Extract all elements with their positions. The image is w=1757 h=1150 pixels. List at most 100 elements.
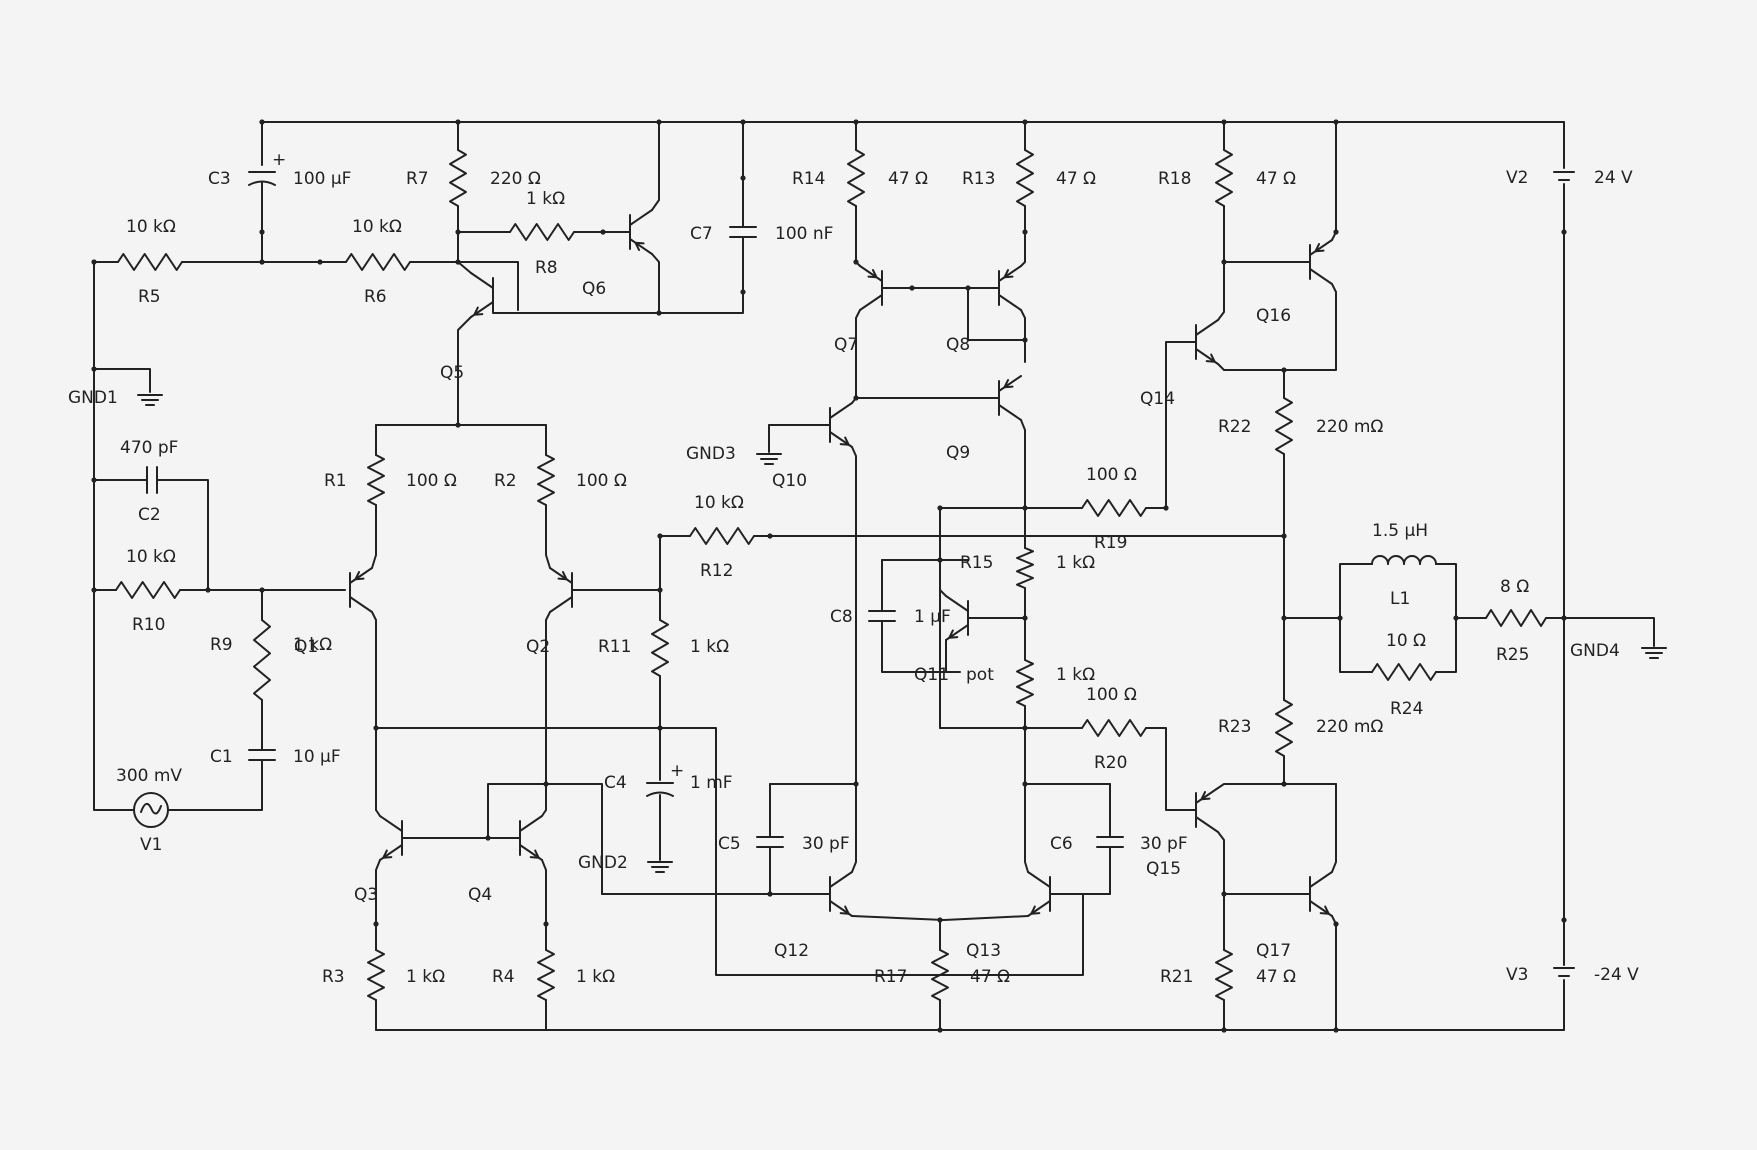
junction-dot [767,533,773,539]
wires [91,119,1655,1033]
junction-dot [317,259,323,265]
q4-transistor [519,815,543,861]
junction-dot [259,229,265,235]
r12-resistor [689,527,755,545]
r2-ref-label: R2 [494,471,517,491]
r19-resistor [1081,499,1147,517]
r8-ref-label: R8 [535,258,558,278]
c4-value-label: 1 mF [690,773,733,793]
r6-resistor [345,253,411,271]
r4-value-label: 1 kΩ [576,967,615,987]
junction-dot [1022,229,1028,235]
r10-value-label: 10 kΩ [126,547,176,567]
junction-dot [373,921,379,927]
v1-sine-icon [140,802,162,815]
r20-resistor [1081,719,1147,737]
junction-dot [485,835,491,841]
junction-dot [373,725,379,731]
junction-dot [853,259,859,265]
pot-ref-label: pot [966,665,994,685]
v1-ref-label: V1 [140,835,162,855]
r21-value-label: 47 Ω [1256,967,1296,987]
r11-resistor [651,619,669,677]
junction-dot [937,557,943,563]
q6-transistor [629,209,653,255]
junction-dot [455,422,461,428]
gnd4-symbol [1641,647,1667,659]
junction-dot [91,587,97,593]
junction-dot [740,175,746,181]
r14-ref-label: R14 [792,169,825,189]
q12-transistor [829,871,853,917]
r3-resistor [367,949,385,1001]
r13-resistor [1016,149,1034,207]
junction-dot [600,229,606,235]
r8-resistor [509,223,575,241]
r23-resistor [1275,699,1293,757]
l1-inductor-loop [1387,555,1405,565]
c7-ref-label: C7 [690,224,713,244]
q16-transistor [1309,239,1333,285]
r12-value-label: 10 kΩ [694,493,744,513]
r25-value-label: 8 Ω [1500,577,1529,597]
r18-resistor [1215,149,1233,207]
q2-label: Q2 [526,637,550,657]
r17-resistor [931,949,949,1001]
c3-capacitor: + [248,150,286,186]
gnd1-label: GND1 [68,388,118,408]
q8-transistor [998,265,1022,311]
pot-value-label: 1 kΩ [1056,665,1095,685]
c4-ref-label: C4 [604,773,627,793]
r15-ref-label: R15 [960,553,993,573]
c2-capacitor [146,466,158,494]
r20-value-label: 100 Ω [1086,685,1137,705]
v2-value-label: 24 V [1594,168,1633,188]
r19-ref-label: R19 [1094,533,1127,553]
r22-resistor [1275,397,1293,455]
c5-capacitor [756,836,784,848]
q17-transistor [1309,871,1333,917]
gnd2-label: GND2 [578,853,628,873]
q5-label: Q5 [440,363,464,383]
junction-dot [205,587,211,593]
r23-value-label: 220 mΩ [1316,717,1383,737]
r10-ref-label: R10 [132,615,165,635]
q17-label: Q17 [1256,941,1291,961]
junction-dot [1022,781,1028,787]
l1-inductor-loop [1371,555,1389,565]
r3-value-label: 1 kΩ [406,967,445,987]
c1-capacitor [248,749,276,761]
r1-ref-label: R1 [324,471,347,491]
r25-resistor [1485,609,1547,627]
c3-capacitor-plus-mark: + [272,150,286,170]
junction-dot [259,587,265,593]
r13-ref-label: R13 [962,169,995,189]
junction-dot [1221,1027,1227,1033]
r7-value-label: 220 Ω [490,169,541,189]
junction-dot [1561,917,1567,923]
r9-ref-label: R9 [210,635,233,655]
q4-label: Q4 [468,885,492,905]
q5-transistor [470,272,494,318]
r18-value-label: 47 Ω [1256,169,1296,189]
q1-transistor [349,567,373,613]
gnd3-symbol [756,453,782,465]
junction-dot [1281,533,1287,539]
c4-capacitor: + [646,761,684,797]
r17-ref-label: R17 [874,967,907,987]
r14-value-label: 47 Ω [888,169,928,189]
component-symbols: ++ [115,149,1667,1001]
junction-dot [657,725,663,731]
gnd2-symbol [647,861,673,873]
v1-source-circle [133,792,169,828]
c3-ref-label: C3 [208,169,231,189]
r21-ref-label: R21 [1160,967,1193,987]
junction-dot [740,289,746,295]
r20-ref-label: R20 [1094,753,1127,773]
junction-dot [91,477,97,483]
r10-resistor [115,581,181,599]
r21-resistor [1215,949,1233,1001]
r22-ref-label: R22 [1218,417,1251,437]
r2-resistor [537,454,555,506]
